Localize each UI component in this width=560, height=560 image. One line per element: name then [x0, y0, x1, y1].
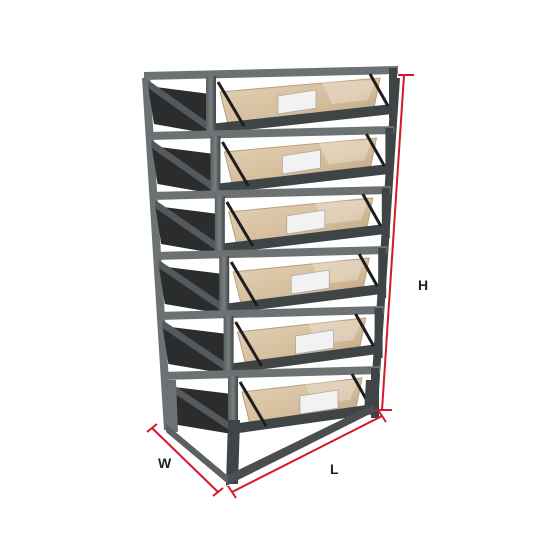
front-left-leg — [226, 420, 240, 484]
tier-back-rail — [144, 66, 398, 80]
tier-right-post — [378, 248, 387, 298]
length-dimension: L — [227, 409, 387, 499]
strap — [357, 253, 379, 287]
rack-stack — [142, 66, 400, 486]
tier-front-rail — [223, 284, 382, 314]
bag-label — [295, 329, 334, 355]
strap — [221, 141, 250, 187]
tier-back-rail — [151, 186, 391, 200]
tier-side-rail — [162, 320, 228, 372]
bag-label — [282, 149, 321, 175]
tier-corner-post — [223, 316, 234, 378]
bag-label — [277, 89, 317, 115]
strap — [225, 201, 255, 247]
bag-label — [299, 389, 339, 415]
tier-corner-post — [214, 196, 225, 258]
strap — [361, 193, 383, 227]
tier-front-rail — [218, 224, 385, 254]
tier-corner-post — [210, 136, 221, 198]
rack-tier — [162, 366, 380, 438]
tier-right-post — [374, 308, 383, 358]
tier-front-rail — [210, 104, 392, 134]
tier-side-rail — [148, 80, 210, 132]
strap — [365, 133, 386, 167]
width-label: W — [158, 455, 172, 471]
strap — [234, 321, 263, 367]
tier-front-rail — [227, 344, 378, 374]
width-dimension: W — [146, 423, 224, 497]
rack-tier — [158, 306, 384, 378]
tier-back-rail — [158, 306, 384, 320]
tier-back-rail — [147, 126, 395, 140]
tier-front-rail — [232, 404, 374, 434]
height-label: H — [418, 277, 428, 293]
tier-corner-post — [219, 256, 230, 318]
rack-tier — [154, 246, 388, 318]
tier-corner-post — [206, 76, 216, 138]
tier-right-post — [381, 188, 390, 238]
tier-back-rail — [162, 366, 380, 380]
strap — [216, 81, 246, 127]
strap — [238, 381, 268, 427]
bag-sheen — [318, 140, 373, 164]
strap — [354, 313, 375, 347]
strap — [368, 73, 390, 107]
length-label: L — [330, 461, 339, 477]
bag-label — [286, 209, 326, 235]
rack-tier — [151, 186, 391, 258]
rack-tier — [147, 126, 395, 198]
tier-back-rail — [154, 246, 388, 260]
rack-tier — [144, 66, 398, 138]
tier-front-rail — [214, 164, 389, 194]
tier-side-rail — [155, 200, 219, 252]
tier-corner-post — [228, 376, 238, 438]
height-dimension: H — [374, 74, 428, 411]
base-side-rail — [166, 424, 228, 484]
tier-side-rail — [158, 260, 224, 312]
tier-right-post — [389, 68, 397, 118]
base-front-rail — [226, 404, 374, 486]
tier-right-post — [385, 128, 394, 178]
bag-sheen — [314, 200, 369, 224]
tier-side-rail — [166, 380, 232, 432]
tier-side-rail — [151, 140, 215, 192]
strap — [229, 261, 259, 307]
bag-label — [290, 269, 330, 295]
back-left-leg — [166, 380, 178, 432]
bag-sheen — [322, 80, 376, 104]
